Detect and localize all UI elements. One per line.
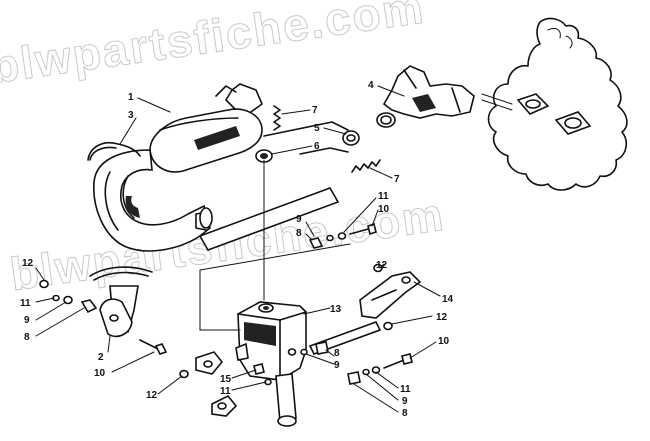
spring-lower — [351, 159, 381, 173]
callout-labels: 1 3 4 5 6 7 7 9 8 11 10 12 11 9 8 2 10 1… — [20, 80, 454, 419]
callout-2: 2 — [98, 352, 104, 363]
callout-15: 15 — [220, 374, 232, 385]
strap-bracket — [359, 271, 422, 319]
callout-11-lower-right: 11 — [400, 384, 411, 395]
callout-13: 13 — [330, 304, 342, 315]
spring-hook — [87, 142, 141, 161]
callout-14: 14 — [442, 294, 454, 305]
callout-8-middle: 8 — [296, 228, 302, 239]
callout-12-strap: 12 — [376, 260, 388, 271]
silencer-box — [195, 159, 351, 427]
callout-9-left: 9 — [24, 315, 30, 326]
callout-9-lower-right: 9 — [402, 396, 408, 407]
callout-8-left: 8 — [24, 332, 30, 343]
callout-8-box: 8 — [334, 348, 340, 359]
callout-12-lower: 12 — [146, 390, 158, 401]
callout-9-box: 9 — [334, 360, 340, 371]
box-hardware-upper — [287, 263, 393, 356]
callout-5: 5 — [314, 123, 320, 134]
box-hardware-lower — [347, 353, 413, 385]
callout-11-middle: 11 — [378, 191, 389, 202]
callout-1: 1 — [128, 92, 134, 103]
callout-11-left: 11 — [20, 298, 31, 309]
callout-12-bar: 12 — [436, 312, 448, 323]
callout-7-upper: 7 — [312, 105, 318, 116]
callout-9-middle: 9 — [296, 214, 302, 225]
box-hardware-left — [179, 363, 272, 386]
callout-10-middle: 10 — [378, 204, 390, 215]
callout-10-right: 10 — [438, 336, 450, 347]
callout-11-box: 11 — [220, 386, 231, 397]
leader-lines — [35, 85, 441, 413]
engine-outline — [481, 17, 628, 191]
callout-3: 3 — [128, 110, 134, 121]
callout-6: 6 — [314, 141, 320, 152]
callout-8-lower-right: 8 — [402, 408, 408, 419]
callout-4: 4 — [368, 80, 374, 91]
expansion-chamber — [93, 83, 349, 252]
spring-upper — [273, 105, 281, 131]
grommet — [255, 149, 273, 163]
left-hardware-stack — [39, 279, 98, 314]
mount-bracket — [99, 298, 168, 355]
callout-10-left: 10 — [94, 368, 106, 379]
callout-7-lower: 7 — [394, 174, 400, 185]
y-manifold — [376, 65, 475, 128]
callout-12-left: 12 — [22, 258, 34, 269]
watermark-top: blwpartsfiche.com — [0, 0, 428, 93]
seal-ring — [342, 130, 360, 146]
